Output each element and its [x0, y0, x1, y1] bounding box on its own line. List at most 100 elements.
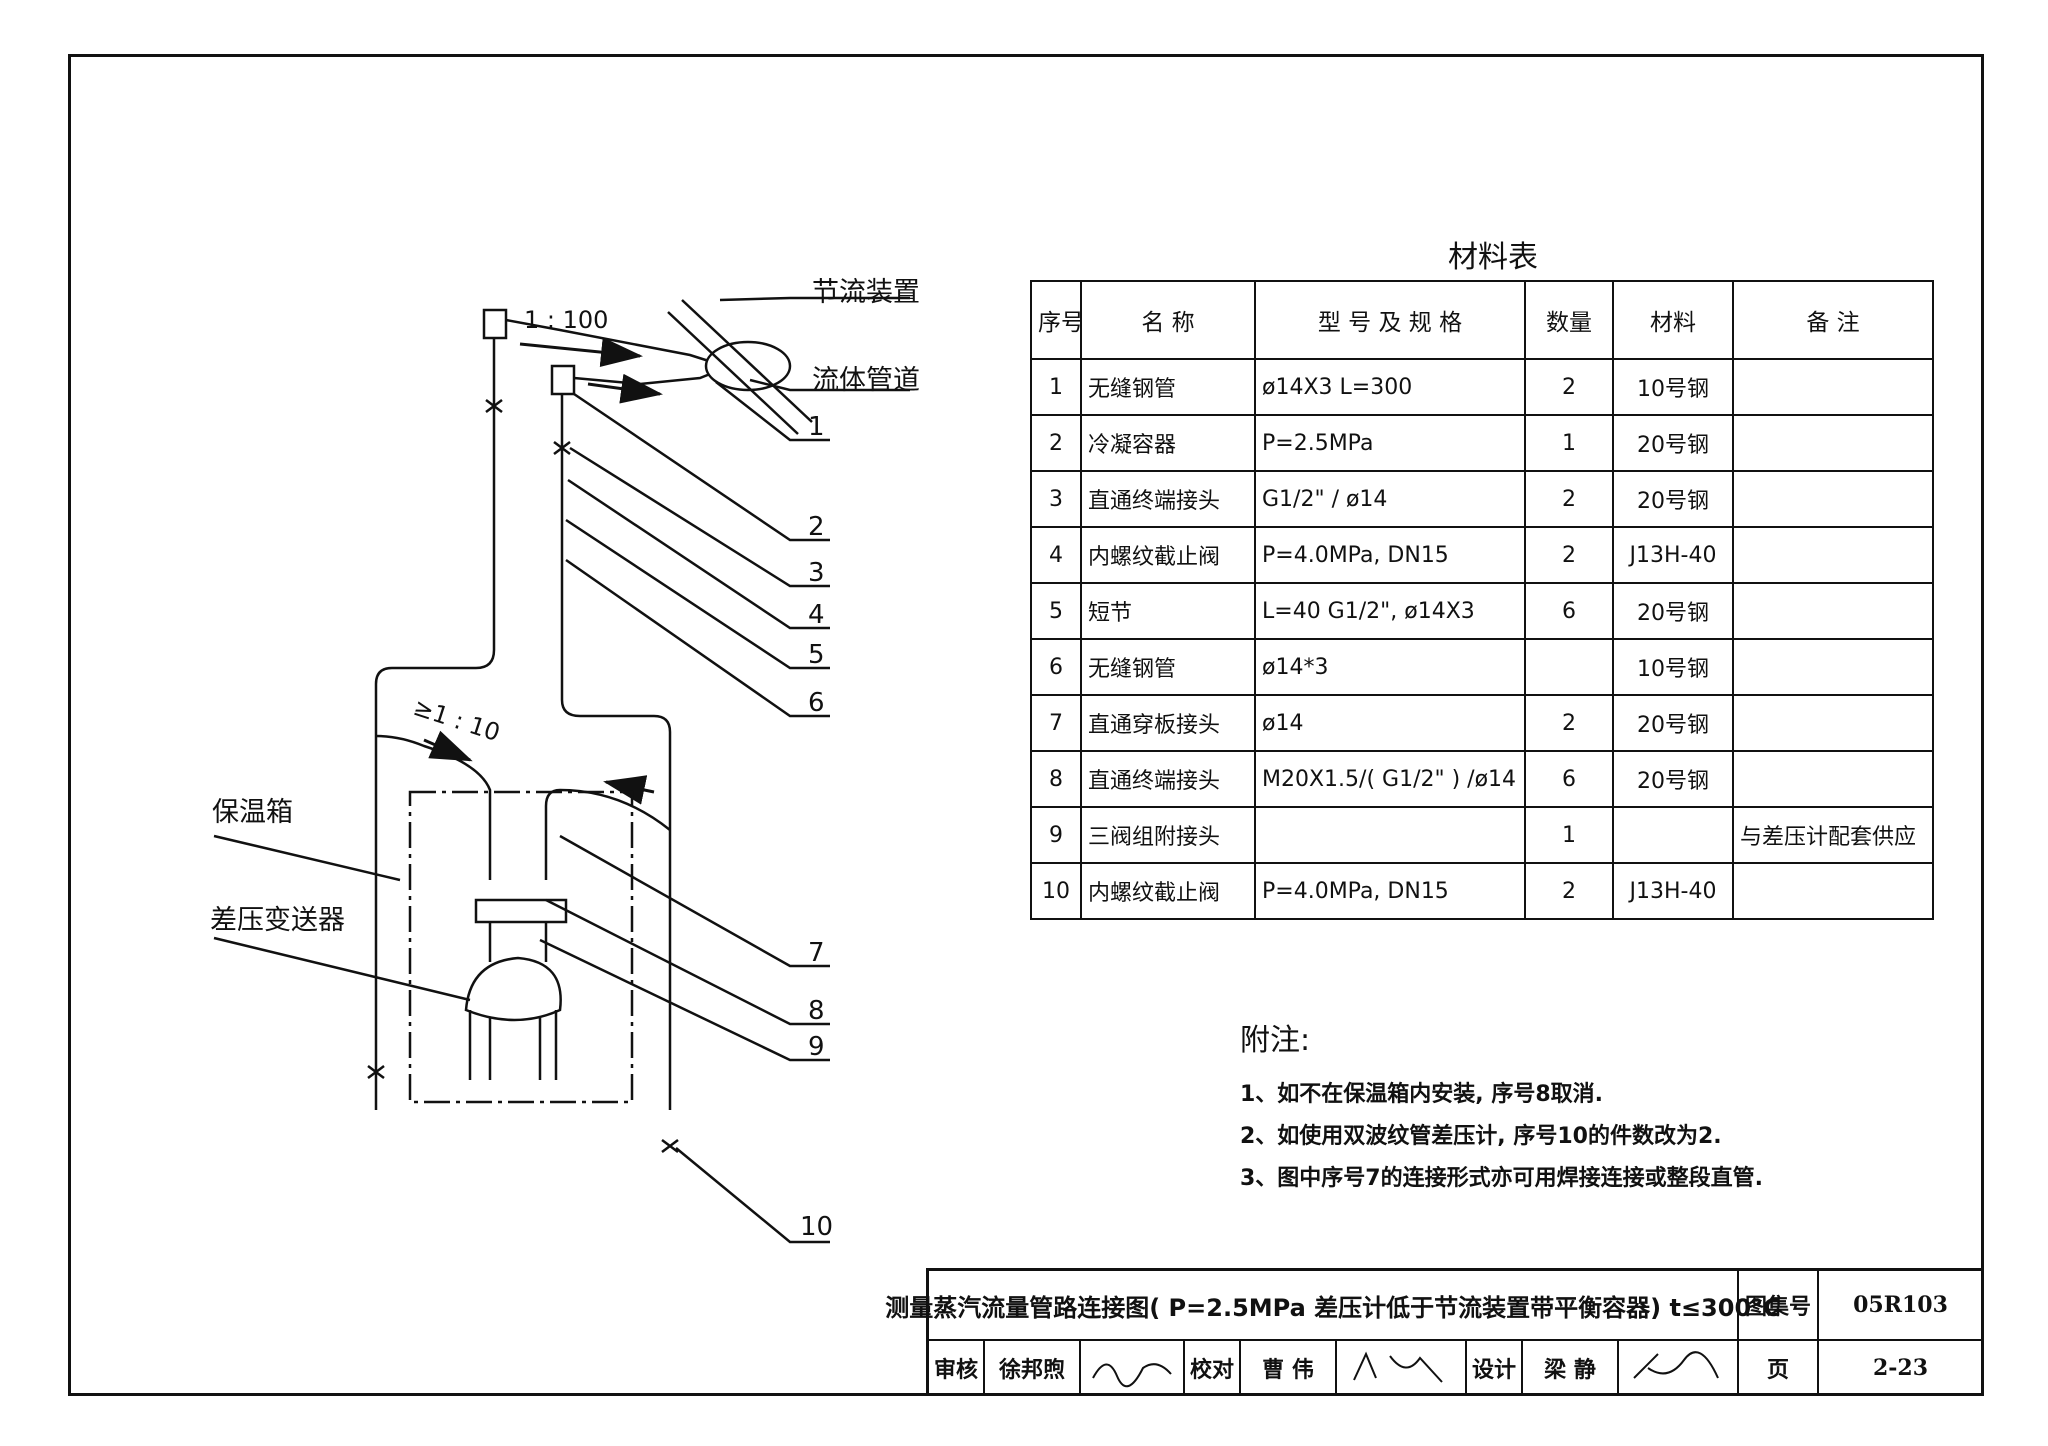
- callout-9: 9: [808, 1032, 825, 1062]
- cell-spec: P=4.0MPa, DN15: [1254, 526, 1526, 584]
- review-label: 审核: [929, 1341, 985, 1396]
- cell-name: 冷凝容器: [1080, 414, 1256, 472]
- drawing-title: 测量蒸汽流量管路连接图( P=2.5MPa 差压计低于节流装置带平衡容器) t≤…: [885, 1271, 1781, 1341]
- table-row: 3 直通终端接头 G1/2" / ø14 2 20号钢: [1030, 470, 1934, 528]
- signature-designer: [1633, 1350, 1719, 1379]
- cell-qty: 1: [1524, 414, 1614, 472]
- cell-spec: G1/2" / ø14: [1254, 470, 1526, 528]
- header-material: 材料: [1612, 280, 1734, 360]
- cell-name: 无缝钢管: [1080, 358, 1256, 416]
- callout-3: 3: [808, 558, 825, 588]
- note-item: 2、如使用双波纹管差压计, 序号10的件数改为2.: [1240, 1124, 1722, 1149]
- reviewer-signature: [1081, 1341, 1185, 1396]
- callout-4: 4: [808, 600, 825, 630]
- cell-spec: [1254, 806, 1526, 864]
- cell-material: J13H-40: [1612, 862, 1734, 920]
- cell-qty: 6: [1524, 582, 1614, 640]
- cell-material: 20号钢: [1612, 694, 1734, 752]
- design-label: 设计: [1467, 1341, 1523, 1396]
- callout-6: 6: [808, 688, 825, 718]
- cell-remark: [1732, 638, 1934, 696]
- notes-title: 附注:: [1240, 1023, 1311, 1058]
- designer-name: 梁 静: [1523, 1341, 1619, 1396]
- cell-material: 20号钢: [1612, 582, 1734, 640]
- cell-remark: 与差压计配套供应: [1732, 806, 1934, 864]
- cell-material: J13H-40: [1612, 526, 1734, 584]
- material-table: 序号 名 称 型 号 及 规 格 数量 材料 备 注 1 无缝钢管 ø14X3 …: [1030, 280, 1934, 920]
- cell-name: 直通终端接头: [1080, 750, 1256, 808]
- cell-qty: 2: [1524, 358, 1614, 416]
- cell-spec: ø14X3 L=300: [1254, 358, 1526, 416]
- cell-spec: P=2.5MPa: [1254, 414, 1526, 472]
- label-insulation-box: 保温箱: [212, 797, 293, 828]
- cell-no: 7: [1030, 694, 1082, 752]
- cell-no: 10: [1030, 862, 1082, 920]
- cell-spec: M20X1.5/( G1/2" ) /ø14: [1254, 750, 1526, 808]
- cell-material: 10号钢: [1612, 638, 1734, 696]
- cell-no: 2: [1030, 414, 1082, 472]
- cell-qty: 2: [1524, 470, 1614, 528]
- table-row: 1 无缝钢管 ø14X3 L=300 2 10号钢: [1030, 358, 1934, 416]
- cell-remark: [1732, 694, 1934, 752]
- label-dp-transmitter: 差压变送器: [210, 905, 345, 936]
- table-row: 6 无缝钢管 ø14*3 10号钢: [1030, 638, 1934, 696]
- atlas-label: 图集号: [1739, 1271, 1819, 1341]
- table-row: 2 冷凝容器 P=2.5MPa 1 20号钢: [1030, 414, 1934, 472]
- header-name: 名 称: [1080, 280, 1256, 360]
- throttle-device-shape: [704, 340, 792, 392]
- cell-no: 1: [1030, 358, 1082, 416]
- cell-qty: 2: [1524, 694, 1614, 752]
- cell-name: 无缝钢管: [1080, 638, 1256, 696]
- cell-name: 直通终端接头: [1080, 470, 1256, 528]
- cell-spec: ø14: [1254, 694, 1526, 752]
- checker-signature: [1337, 1341, 1467, 1396]
- label-throttle-device: 节流装置: [812, 277, 920, 308]
- page-label: 页: [1739, 1341, 1819, 1396]
- cell-qty: 2: [1524, 526, 1614, 584]
- atlas-number: 05R103: [1819, 1271, 1984, 1341]
- table-row: 7 直通穿板接头 ø14 2 20号钢: [1030, 694, 1934, 752]
- label-slope-top: 1 : 100: [524, 306, 609, 334]
- page-number: 2-23: [1819, 1341, 1984, 1396]
- note-item: 1、如不在保温箱内安装, 序号8取消.: [1240, 1082, 1603, 1107]
- cell-name: 短节: [1080, 582, 1256, 640]
- cell-spec: L=40 G1/2", ø14X3: [1254, 582, 1526, 640]
- insulation-box-shape: [408, 790, 634, 1104]
- cell-no: 3: [1030, 470, 1082, 528]
- cell-name: 内螺纹截止阀: [1080, 862, 1256, 920]
- signature-reviewer: [1092, 1362, 1172, 1387]
- cell-material: 20号钢: [1612, 750, 1734, 808]
- header-remark: 备 注: [1732, 280, 1934, 360]
- callout-8: 8: [808, 996, 825, 1026]
- cell-spec: P=4.0MPa, DN15: [1254, 862, 1526, 920]
- check-label: 校对: [1185, 1341, 1241, 1396]
- cell-no: 6: [1030, 638, 1082, 696]
- cell-material: 10号钢: [1612, 358, 1734, 416]
- cell-remark: [1732, 582, 1934, 640]
- table-row: 9 三阀组附接头 1 与差压计配套供应: [1030, 806, 1934, 864]
- condenser-right: [550, 364, 576, 396]
- callout-1: 1: [808, 412, 825, 442]
- cell-name: 三阀组附接头: [1080, 806, 1256, 864]
- cell-no: 8: [1030, 750, 1082, 808]
- cell-name: 内螺纹截止阀: [1080, 526, 1256, 584]
- callout-2: 2: [808, 512, 825, 542]
- note-item: 3、图中序号7的连接形式亦可用焊接连接或整段直管.: [1240, 1166, 1763, 1191]
- callout-7: 7: [808, 938, 825, 968]
- callout-10: 10: [800, 1212, 834, 1242]
- cell-remark: [1732, 526, 1934, 584]
- cell-remark: [1732, 862, 1934, 920]
- reviewer-name: 徐邦煦: [985, 1341, 1081, 1396]
- designer-signature: [1619, 1341, 1739, 1396]
- checker-name: 曹 伟: [1241, 1341, 1337, 1396]
- cell-remark: [1732, 750, 1934, 808]
- callout-5: 5: [808, 640, 825, 670]
- table-header-row: 序号 名 称 型 号 及 规 格 数量 材料 备 注: [1030, 280, 1934, 360]
- cell-no: 9: [1030, 806, 1082, 864]
- cell-no: 4: [1030, 526, 1082, 584]
- cell-qty: 1: [1524, 806, 1614, 864]
- cell-remark: [1732, 358, 1934, 416]
- header-spec: 型 号 及 规 格: [1254, 280, 1526, 360]
- transmitter-shape: [464, 956, 562, 1022]
